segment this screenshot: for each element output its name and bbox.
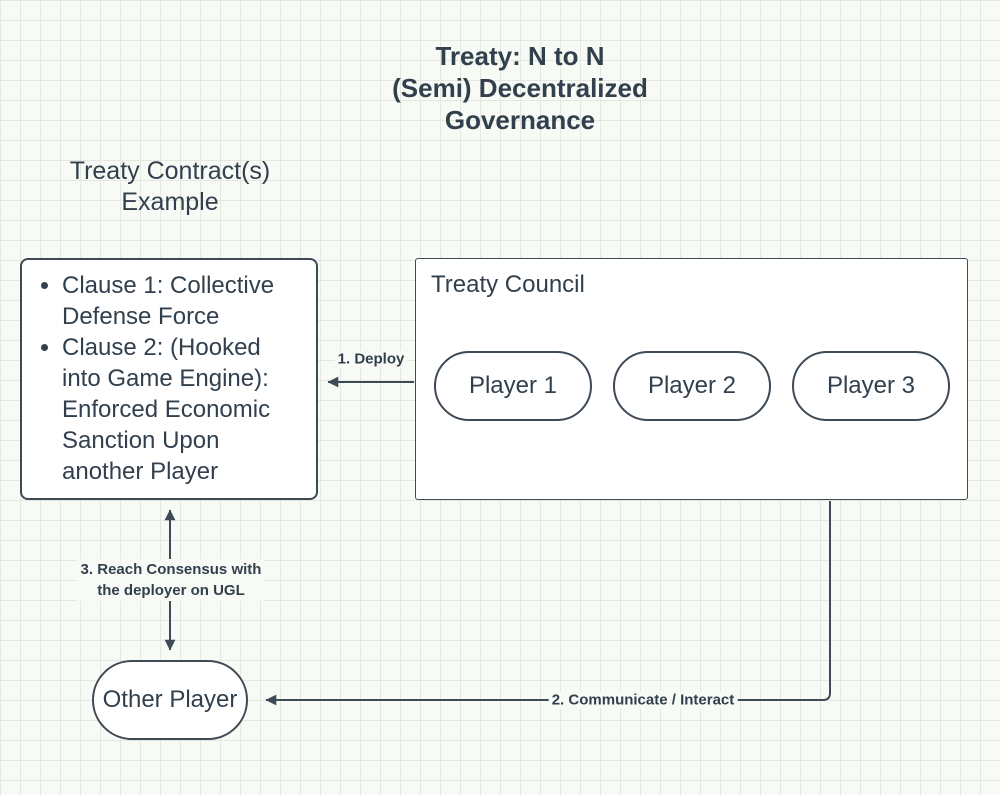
clause-item: Clause 2: (Hooked into Game Engine): Enf… — [62, 332, 287, 487]
treaty-contract-node: Clause 1: Collective Defense Force Claus… — [20, 258, 318, 500]
treaty-council-node: Treaty Council Player 1 Player 2 Player … — [415, 258, 968, 500]
communicate-arrow — [265, 501, 831, 706]
other-player-node: Other Player — [92, 660, 248, 740]
communicate-arrow-label: 2. Communicate / Interact — [548, 691, 738, 709]
player-2-label: Player 2 — [647, 372, 737, 399]
consensus-label-line-2: the deployer on UGL — [97, 582, 245, 599]
title-line-3: Governance — [444, 105, 596, 135]
player-3-label: Player 3 — [826, 372, 916, 399]
diagram-title: Treaty: N to N (Semi) Decentralized Gove… — [250, 40, 790, 136]
deploy-arrow-label: 1. Deploy — [334, 350, 408, 368]
other-player-label: Other Player — [102, 686, 238, 713]
clause-list: Clause 1: Collective Defense Force Claus… — [32, 270, 287, 487]
title-line-2: (Semi) Decentralized — [392, 73, 648, 103]
player-3-node: Player 3 — [792, 351, 950, 421]
consensus-arrow-label: 3. Reach Consensus with the deployer on … — [77, 559, 265, 601]
player-1-label: Player 1 — [468, 372, 558, 399]
contract-label-line-1: Treaty Contract(s) — [69, 157, 271, 185]
consensus-label-line-1: 3. Reach Consensus with — [80, 561, 262, 578]
player-2-node: Player 2 — [613, 351, 771, 421]
clause-item: Clause 1: Collective Defense Force — [62, 270, 287, 332]
contract-example-label: Treaty Contract(s) Example — [20, 156, 320, 218]
player-1-node: Player 1 — [434, 351, 592, 421]
contract-label-line-2: Example — [121, 188, 219, 216]
title-line-1: Treaty: N to N — [435, 41, 605, 71]
treaty-council-label: Treaty Council — [431, 271, 585, 298]
